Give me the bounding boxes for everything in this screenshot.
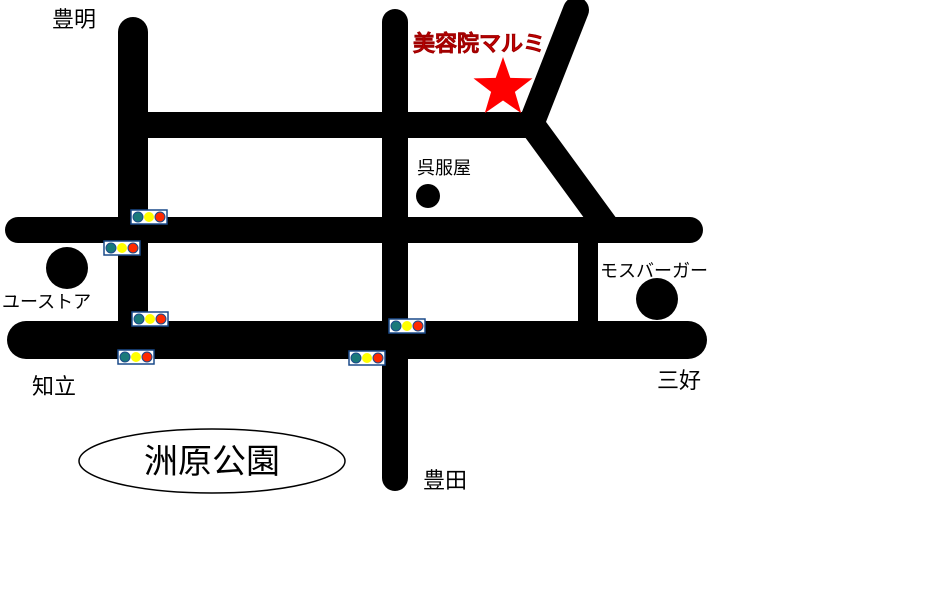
traffic-light-lamp: [133, 313, 145, 325]
traffic-light-lamp: [362, 353, 372, 363]
direction-toyoake: 豊明: [52, 8, 96, 33]
road-diagonal-south: [517, 109, 619, 239]
traffic-light-lamp: [145, 314, 155, 324]
landmark-markers: [46, 184, 678, 320]
traffic-light-icon: [130, 209, 168, 225]
label-u-store: ユーストア: [2, 292, 91, 313]
traffic-lights: [103, 209, 426, 366]
gofukuya-marker: [416, 184, 440, 208]
traffic-light-icon: [131, 311, 169, 327]
traffic-light-lamp: [132, 211, 144, 223]
traffic-light-icon: [348, 350, 386, 366]
traffic-light-lamp: [117, 243, 127, 253]
traffic-light-lamp: [131, 352, 141, 362]
traffic-light-lamp: [119, 351, 131, 363]
traffic-light-lamp: [144, 212, 154, 222]
destination-label: 美容院マルミ: [413, 31, 545, 57]
traffic-light-lamp: [127, 242, 139, 254]
label-mos-burger: モスバーガー: [600, 261, 708, 282]
mos-burger-marker: [636, 278, 678, 320]
u-store-marker: [46, 247, 88, 289]
traffic-light-lamp: [390, 320, 402, 332]
traffic-light-lamp: [105, 242, 117, 254]
traffic-light-lamp: [141, 351, 153, 363]
direction-toyota: 豊田: [423, 469, 467, 494]
direction-miyoshi: 三好: [657, 369, 701, 394]
traffic-light-lamp: [155, 313, 167, 325]
traffic-light-lamp: [350, 352, 362, 364]
traffic-light-lamp: [402, 321, 412, 331]
traffic-light-icon: [388, 318, 426, 334]
direction-chiryu: 知立: [32, 375, 76, 400]
traffic-light-lamp: [372, 352, 384, 364]
traffic-light-icon: [103, 240, 141, 256]
star-icon: [473, 57, 533, 114]
road-diagonal-north: [519, 0, 589, 135]
label-gofukuya: 呉服屋: [417, 158, 471, 179]
label-park: 洲原公園: [144, 442, 280, 482]
traffic-light-lamp: [154, 211, 166, 223]
traffic-light-icon: [117, 349, 155, 365]
park-outline: [78, 428, 346, 494]
traffic-light-lamp: [412, 320, 424, 332]
roads: [5, 0, 707, 491]
